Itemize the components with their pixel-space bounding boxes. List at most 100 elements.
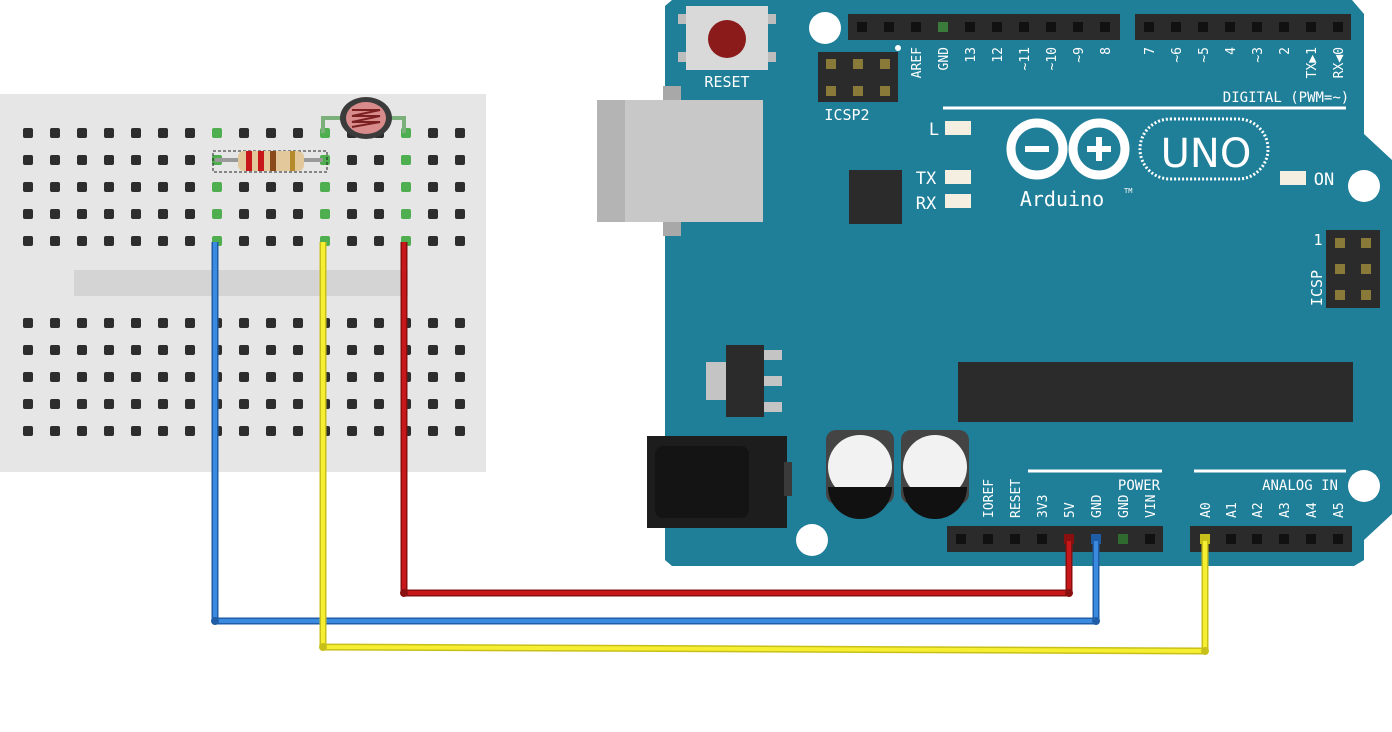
digital-pin[interactable] — [1019, 22, 1029, 32]
power-pin[interactable] — [983, 534, 993, 544]
breadboard-hole[interactable] — [212, 182, 222, 192]
breadboard-hole[interactable] — [104, 128, 114, 138]
breadboard-hole[interactable] — [428, 128, 438, 138]
breadboard-hole[interactable] — [320, 209, 330, 219]
breadboard-hole[interactable] — [239, 318, 249, 328]
digital-pin[interactable] — [1073, 22, 1083, 32]
breadboard-hole[interactable] — [77, 345, 87, 355]
breadboard-hole[interactable] — [50, 155, 60, 165]
breadboard-hole[interactable] — [23, 236, 33, 246]
breadboard-hole[interactable] — [185, 426, 195, 436]
breadboard-hole[interactable] — [158, 128, 168, 138]
power-pin[interactable] — [1064, 534, 1074, 544]
breadboard-hole[interactable] — [347, 236, 357, 246]
breadboard-hole[interactable] — [347, 209, 357, 219]
breadboard-hole[interactable] — [347, 155, 357, 165]
breadboard-hole[interactable] — [455, 426, 465, 436]
power-pin[interactable] — [956, 534, 966, 544]
breadboard-hole[interactable] — [293, 182, 303, 192]
breadboard-hole[interactable] — [347, 426, 357, 436]
breadboard-hole[interactable] — [77, 399, 87, 409]
breadboard-hole[interactable] — [212, 209, 222, 219]
breadboard-hole[interactable] — [23, 318, 33, 328]
breadboard-hole[interactable] — [374, 182, 384, 192]
breadboard-hole[interactable] — [347, 372, 357, 382]
breadboard-hole[interactable] — [239, 399, 249, 409]
breadboard-hole[interactable] — [374, 399, 384, 409]
breadboard-hole[interactable] — [131, 155, 141, 165]
analog-pin[interactable] — [1200, 534, 1210, 544]
breadboard-hole[interactable] — [239, 128, 249, 138]
breadboard-hole[interactable] — [50, 318, 60, 328]
breadboard-hole[interactable] — [428, 345, 438, 355]
breadboard-hole[interactable] — [50, 128, 60, 138]
breadboard-hole[interactable] — [293, 236, 303, 246]
power-pin[interactable] — [1145, 534, 1155, 544]
breadboard-hole[interactable] — [293, 372, 303, 382]
breadboard-hole[interactable] — [185, 155, 195, 165]
breadboard-hole[interactable] — [266, 372, 276, 382]
breadboard-hole[interactable] — [77, 372, 87, 382]
breadboard-hole[interactable] — [185, 128, 195, 138]
breadboard-hole[interactable] — [239, 236, 249, 246]
digital-pin[interactable] — [992, 22, 1002, 32]
breadboard-hole[interactable] — [266, 182, 276, 192]
breadboard-hole[interactable] — [374, 318, 384, 328]
breadboard-hole[interactable] — [104, 318, 114, 328]
breadboard-hole[interactable] — [77, 318, 87, 328]
breadboard-hole[interactable] — [374, 426, 384, 436]
breadboard-hole[interactable] — [77, 182, 87, 192]
analog-pin[interactable] — [1226, 534, 1236, 544]
breadboard-hole[interactable] — [455, 345, 465, 355]
breadboard-hole[interactable] — [266, 128, 276, 138]
power-pin[interactable] — [1118, 534, 1128, 544]
digital-pin[interactable] — [857, 22, 867, 32]
breadboard-hole[interactable] — [50, 209, 60, 219]
breadboard-hole[interactable] — [104, 426, 114, 436]
digital-pin[interactable] — [938, 22, 948, 32]
breadboard-hole[interactable] — [104, 209, 114, 219]
analog-pin[interactable] — [1306, 534, 1316, 544]
breadboard-hole[interactable] — [428, 236, 438, 246]
digital-pin[interactable] — [1144, 22, 1154, 32]
breadboard-hole[interactable] — [374, 236, 384, 246]
breadboard-hole[interactable] — [266, 318, 276, 328]
breadboard-hole[interactable] — [455, 209, 465, 219]
power-pin[interactable] — [1010, 534, 1020, 544]
breadboard-hole[interactable] — [347, 345, 357, 355]
breadboard-hole[interactable] — [23, 426, 33, 436]
breadboard-hole[interactable] — [131, 318, 141, 328]
breadboard-hole[interactable] — [320, 182, 330, 192]
breadboard-hole[interactable] — [374, 155, 384, 165]
breadboard-hole[interactable] — [185, 209, 195, 219]
breadboard-hole[interactable] — [158, 236, 168, 246]
breadboard-hole[interactable] — [131, 209, 141, 219]
breadboard-hole[interactable] — [104, 372, 114, 382]
breadboard-hole[interactable] — [266, 399, 276, 409]
breadboard-hole[interactable] — [428, 372, 438, 382]
analog-pin[interactable] — [1279, 534, 1289, 544]
breadboard-hole[interactable] — [50, 345, 60, 355]
breadboard-hole[interactable] — [239, 182, 249, 192]
breadboard-hole[interactable] — [158, 399, 168, 409]
digital-pin[interactable] — [965, 22, 975, 32]
breadboard-hole[interactable] — [374, 372, 384, 382]
breadboard-hole[interactable] — [23, 182, 33, 192]
breadboard-hole[interactable] — [347, 182, 357, 192]
breadboard-hole[interactable] — [401, 155, 411, 165]
breadboard-hole[interactable] — [428, 155, 438, 165]
breadboard-hole[interactable] — [266, 426, 276, 436]
breadboard-hole[interactable] — [23, 372, 33, 382]
breadboard-hole[interactable] — [428, 318, 438, 328]
breadboard-hole[interactable] — [455, 128, 465, 138]
breadboard-hole[interactable] — [239, 345, 249, 355]
breadboard-hole[interactable] — [158, 182, 168, 192]
breadboard-hole[interactable] — [185, 182, 195, 192]
breadboard-hole[interactable] — [455, 155, 465, 165]
digital-pin[interactable] — [1046, 22, 1056, 32]
breadboard-hole[interactable] — [23, 128, 33, 138]
breadboard-hole[interactable] — [266, 236, 276, 246]
analog-pin[interactable] — [1252, 534, 1262, 544]
breadboard-hole[interactable] — [428, 209, 438, 219]
digital-pin[interactable] — [1100, 22, 1110, 32]
